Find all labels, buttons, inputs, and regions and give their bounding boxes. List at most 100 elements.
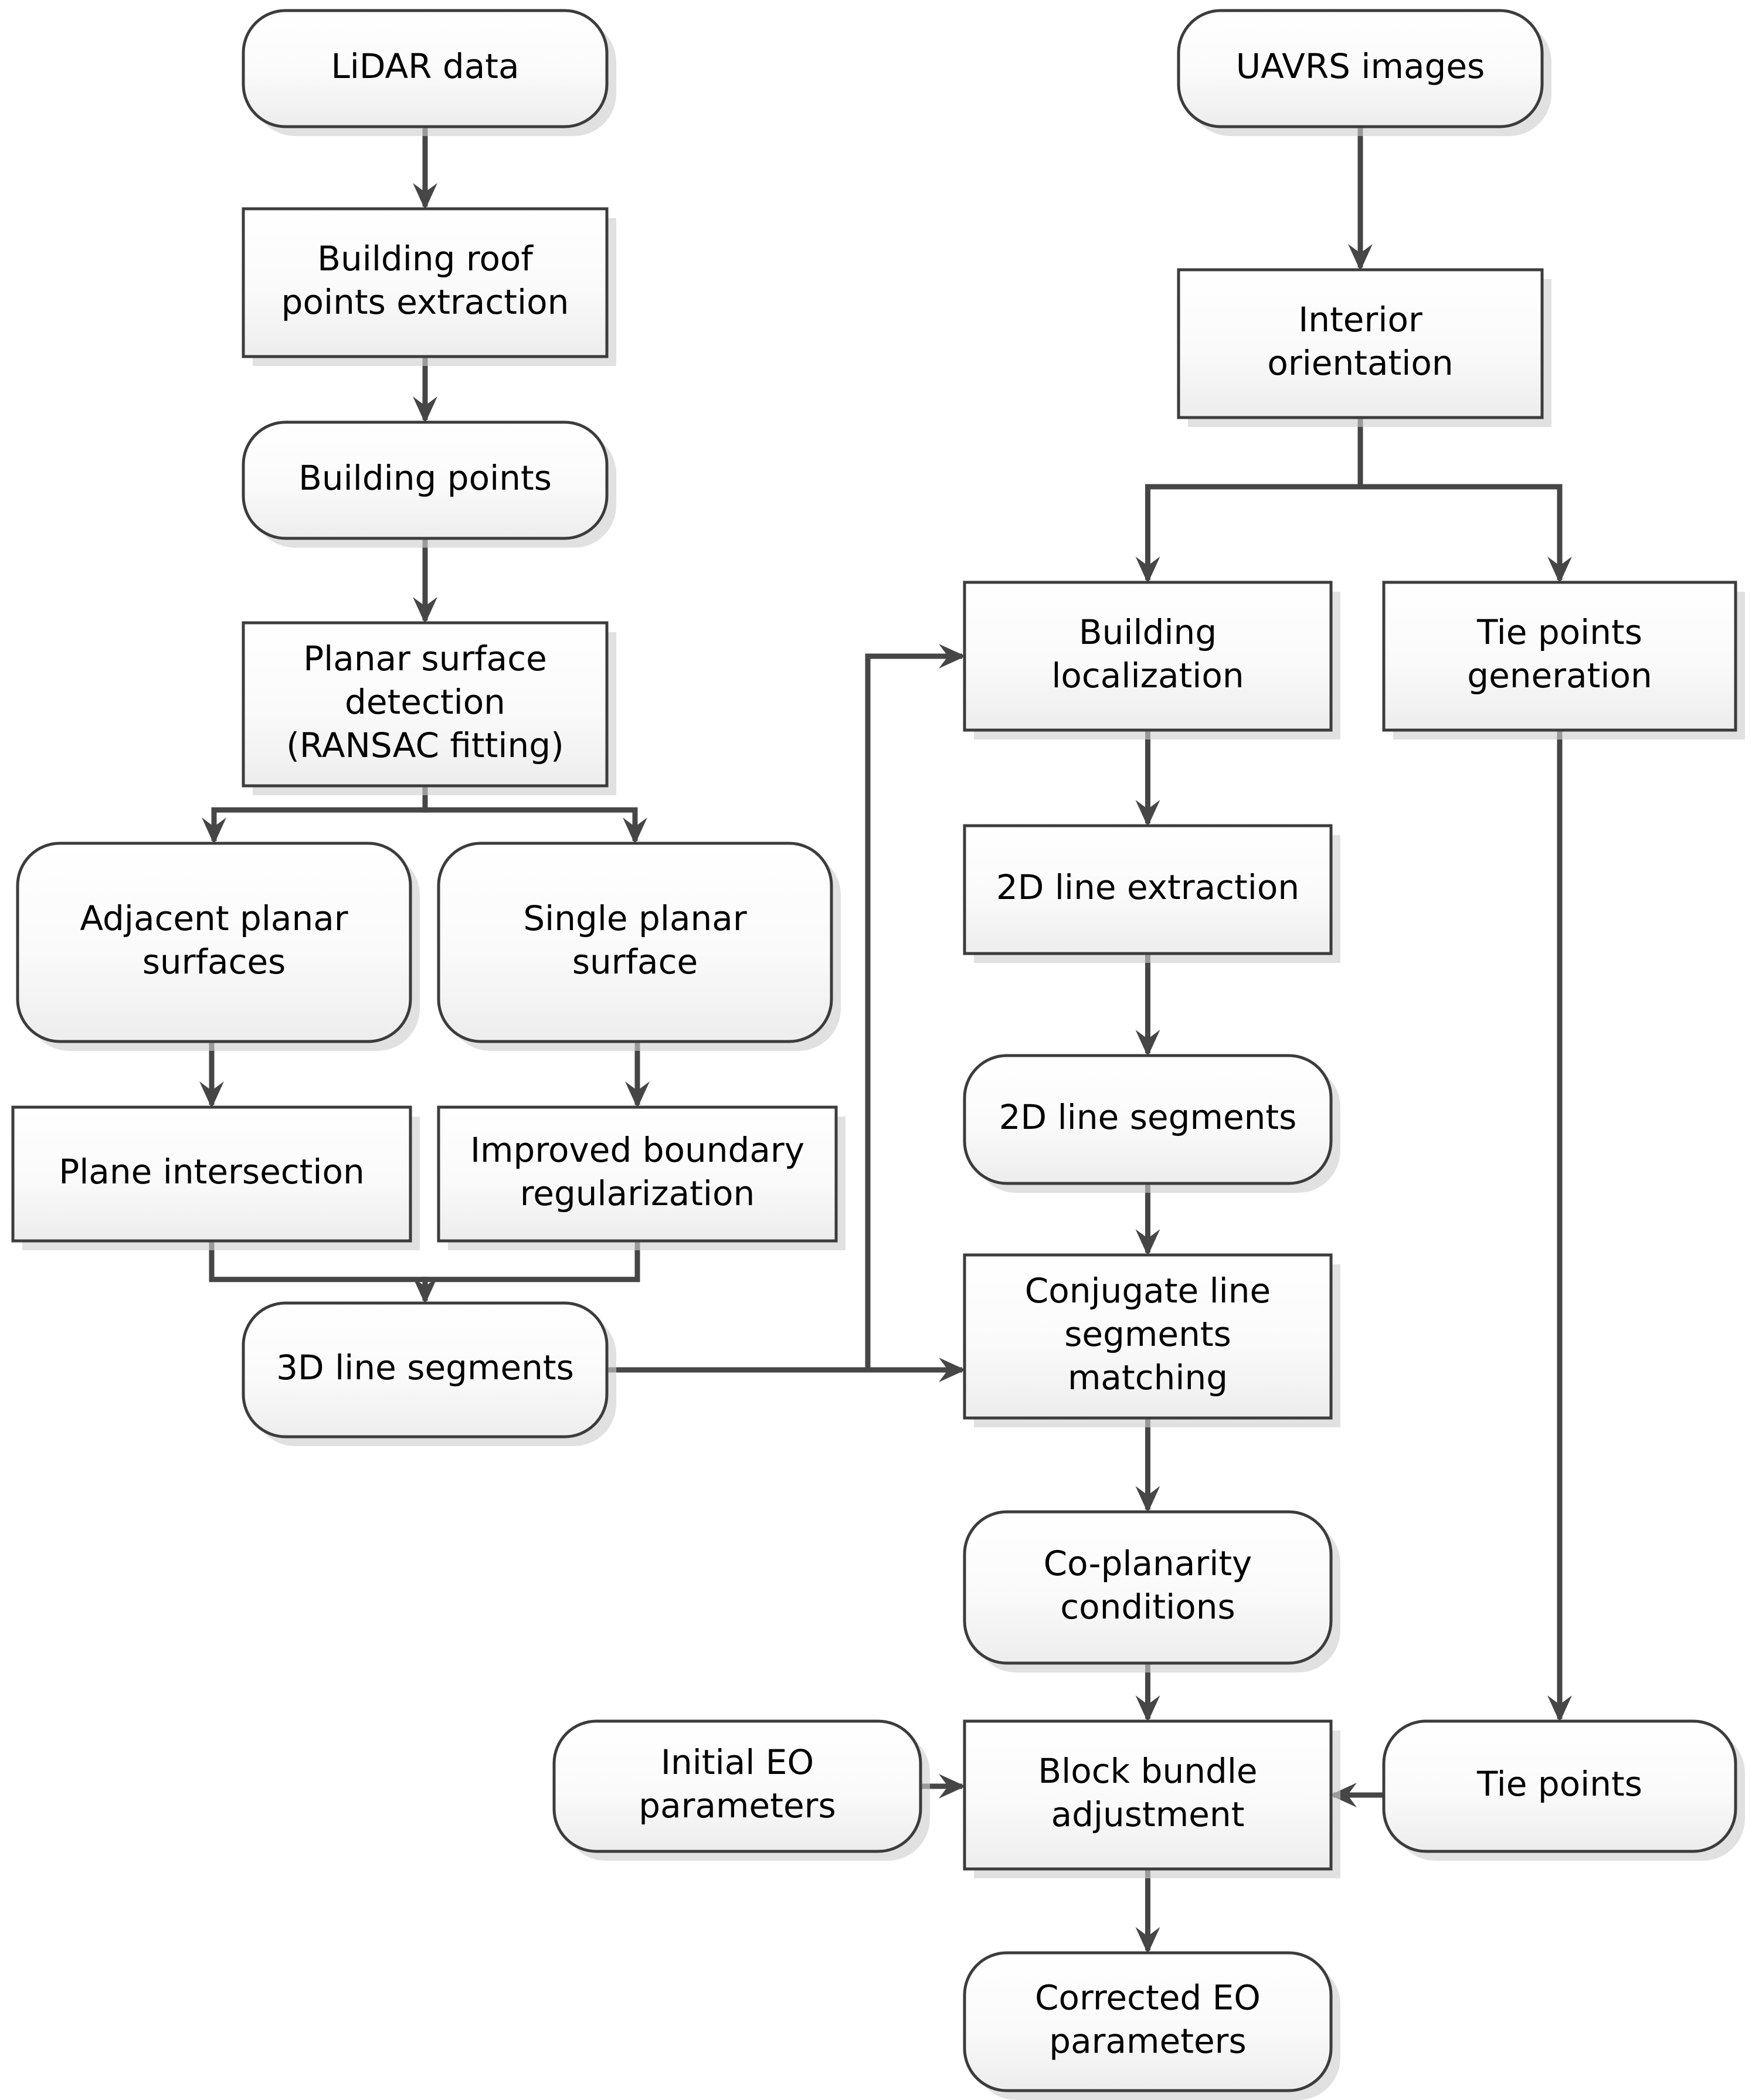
edge-e-interior-tiegen [1357, 418, 1572, 583]
node-label-line2d_segments: 2D line segments [999, 1097, 1297, 1137]
node-label-uavrs_images: UAVRS images [1236, 46, 1485, 86]
edge-e-points-planar [413, 538, 437, 624]
arrowhead-e-lidar-roof [413, 183, 437, 210]
edge-line-e-planar-single [422, 786, 638, 841]
edge-e-tiepoints-block [1330, 1783, 1384, 1807]
node-label-plane_intersect: Plane intersection [59, 1152, 365, 1192]
node-box-lidar_data [242, 9, 609, 128]
arrowhead-e-line3d-buildloc [939, 644, 966, 669]
node-box-adjacent_planes [16, 842, 412, 1043]
arrowhead-e-roof-points [413, 396, 437, 423]
edge-e-2dextract-2dseg [1135, 954, 1160, 1057]
edge-e-buildloc-2dextract [1135, 730, 1160, 827]
node-box-coplanarity [963, 1510, 1333, 1665]
arrowhead-e-interior-buildloc [1135, 557, 1160, 583]
edge-line-e-line3d-buildloc [607, 653, 962, 1373]
arrowhead-e-interior-tiegen [1547, 557, 1572, 583]
arrowhead-e-points-planar [413, 597, 437, 624]
edge-e-uavrs-interior [1348, 127, 1373, 271]
node-lidar_data[interactable]: LiDAR data [242, 9, 609, 128]
node-label-tie_points: Tie points [1476, 1764, 1642, 1804]
arrowhead-e-block-corrected [1135, 1927, 1160, 1954]
node-box-corrected_eo [963, 1951, 1333, 2092]
arrowhead-e-line3d-conjugate [939, 1358, 966, 1382]
node-box-building_points [242, 420, 609, 540]
node-label-building_points: Building points [298, 458, 552, 498]
node-box-block_bundle [963, 1719, 1333, 1871]
edge-line-e-interior-tiegen [1357, 418, 1563, 580]
arrowhead-e-coplanar-block [1135, 1695, 1160, 1722]
arrowhead-e-tiepoints-block [1330, 1783, 1357, 1807]
edge-e-line3d-buildloc [607, 644, 966, 1373]
edge-e-tiegen-tiepoints [1547, 730, 1572, 1722]
node-box-line2d_extract [963, 824, 1333, 955]
arrowhead-e-adjacent-intersect [199, 1081, 224, 1108]
arrowhead-e-2dextract-2dseg [1135, 1030, 1160, 1057]
node-box-line2d_segments [963, 1054, 1333, 1185]
node-line2d_segments[interactable]: 2D line segments [963, 1054, 1333, 1185]
node-building_points[interactable]: Building points [242, 420, 609, 540]
edge-e-2dseg-conjugate [1135, 1183, 1160, 1256]
arrowhead-e-uavrs-interior [1348, 244, 1373, 271]
edge-e-block-corrected [1135, 1869, 1160, 1954]
node-box-tie_points_gen [1382, 581, 1737, 732]
node-box-line_3d [242, 1301, 609, 1439]
edge-e-roof-points [413, 357, 437, 423]
node-box-conjugate_match [963, 1253, 1333, 1420]
edge-line-e-interior-buildloc [1145, 418, 1363, 580]
arrowhead-e-single-boundary [625, 1081, 650, 1108]
node-box-planar_detect [242, 621, 609, 788]
node-box-initial_eo [552, 1719, 922, 1853]
node-label-line_3d: 3D line segments [276, 1348, 574, 1387]
node-line2d_extract[interactable]: 2D line extraction [963, 824, 1333, 955]
node-box-building_local [963, 581, 1333, 732]
arrowhead-e-initialeo-block [939, 1774, 966, 1799]
arrowhead-e-conjugate-coplanar [1135, 1486, 1160, 1513]
node-box-tie_points [1382, 1719, 1737, 1853]
node-uavrs_images[interactable]: UAVRS images [1177, 9, 1544, 128]
edge-e-single-boundary [625, 1041, 650, 1108]
edge-e-lidar-roof [413, 127, 437, 210]
node-line_3d[interactable]: 3D line segments [242, 1301, 609, 1439]
node-box-roof_extraction [242, 207, 609, 358]
arrowhead-e-planar-single [623, 817, 647, 844]
edge-e-conjugate-coplanar [1135, 1418, 1160, 1513]
node-box-plane_intersect [11, 1105, 412, 1243]
node-label-line2d_extract: 2D line extraction [996, 867, 1299, 907]
arrowhead-e-boundary-line3d [413, 1277, 437, 1304]
arrowhead-e-2dseg-conjugate [1135, 1229, 1160, 1256]
edge-e-interior-buildloc [1135, 418, 1363, 583]
node-box-interior_orient [1177, 268, 1544, 419]
node-label-lidar_data: LiDAR data [331, 46, 519, 86]
node-plane_intersect[interactable]: Plane intersection [11, 1105, 412, 1243]
node-tie_points[interactable]: Tie points [1382, 1719, 1737, 1853]
arrowhead-e-planar-adjacent [202, 817, 226, 844]
arrowhead-e-tiegen-tiepoints [1547, 1695, 1572, 1722]
